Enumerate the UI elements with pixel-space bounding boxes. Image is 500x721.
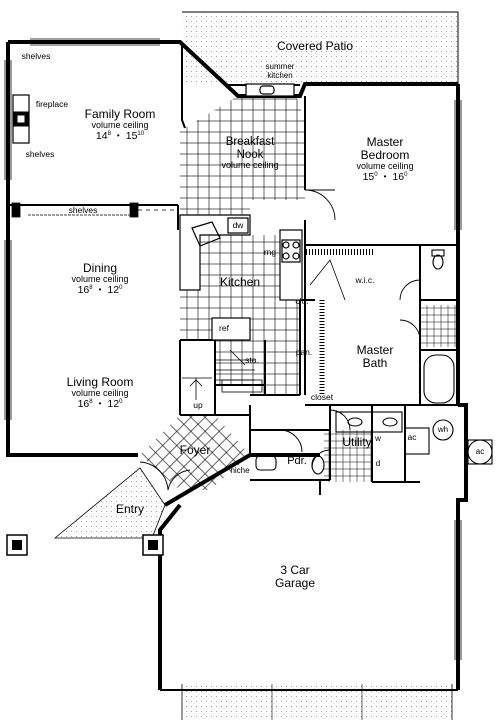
- entry-label: Entry: [115, 502, 144, 516]
- refrigerator-label: ref: [219, 323, 229, 333]
- closet-label: closet: [310, 392, 334, 402]
- utility-label: Utility: [342, 435, 372, 449]
- shelves-label-dining: shelves: [68, 205, 98, 215]
- family-room-label: Family Room volume ceiling 148•1510: [84, 107, 156, 143]
- shelves-label-top: shelves: [21, 51, 51, 61]
- stairs-up-label: up: [193, 400, 203, 410]
- ac-label-exterior: ac: [475, 447, 485, 456]
- powder-room-label: Pdr.: [287, 455, 307, 467]
- water-heater-label: wh: [437, 425, 449, 434]
- covered-patio-label: Covered Patio: [276, 39, 354, 53]
- kitchen-counters: [179, 214, 303, 341]
- dining-label: Dining volume ceiling 168•120: [71, 261, 129, 297]
- patio-area: [182, 11, 459, 84]
- niche-label: niche: [230, 466, 250, 475]
- foyer-label: Foyer: [179, 443, 211, 457]
- closet-small-label: clo.: [295, 296, 309, 306]
- closet-shelving: [306, 249, 375, 395]
- master-bedroom-label: Master Bedroom volume ceiling 150•160: [356, 135, 414, 184]
- shelves: [11, 202, 178, 218]
- dryer-label: d: [375, 459, 381, 468]
- tile-floors: [140, 96, 458, 490]
- fireplace-label: fireplace: [35, 99, 69, 109]
- doors: [139, 189, 421, 491]
- breakfast-nook-label: Breakfast Nook volume ceiling: [221, 136, 279, 171]
- windows: [4, 38, 462, 660]
- stairs: [182, 349, 263, 400]
- living-room-label: Living Room volume ceiling 168•120: [66, 375, 134, 411]
- master-bath-label: Master Bath: [356, 343, 394, 371]
- washer-label: w: [375, 434, 381, 443]
- storage-label: sto.: [245, 355, 259, 365]
- kitchen-label: Kitchen: [219, 275, 261, 289]
- ac-label-utility: ac: [407, 432, 417, 442]
- fireplace: [12, 94, 30, 144]
- garage-label: 3 Car Garage: [274, 563, 316, 591]
- summer-kitchen-counter: [245, 83, 295, 97]
- bath-fixtures: [255, 249, 493, 475]
- walk-in-closet-label: w.i.c.: [355, 275, 375, 285]
- pantry-label: pan.: [295, 347, 313, 357]
- entry-columns: [6, 534, 164, 556]
- shelves-label-bottom: shelves: [25, 149, 55, 159]
- exterior-walls: [6, 40, 468, 691]
- dishwasher-label: dw: [232, 220, 244, 230]
- range-label: rng: [263, 247, 277, 257]
